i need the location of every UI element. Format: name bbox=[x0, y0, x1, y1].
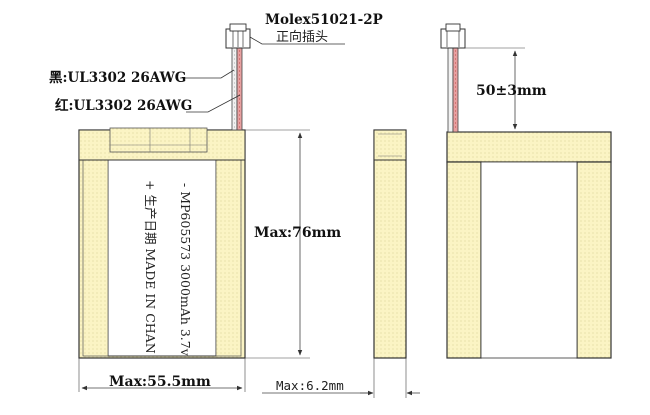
lead-length-dimension bbox=[458, 47, 525, 133]
red-wire-leader bbox=[186, 94, 241, 113]
width-dimension-label: Max:55.5mm bbox=[109, 374, 211, 390]
battery-side-band-left bbox=[82, 159, 109, 357]
black-wire-back bbox=[447, 47, 454, 133]
thickness-dimension-label: Max:6.2mm bbox=[276, 378, 344, 393]
side-view bbox=[262, 129, 420, 398]
battery-body-side bbox=[373, 129, 407, 359]
connector-orientation-label: 正向插头 bbox=[276, 29, 328, 45]
battery-body-back-left bbox=[446, 161, 482, 359]
connector-back bbox=[440, 23, 466, 49]
connector-front bbox=[225, 23, 251, 49]
pcm-protection-board bbox=[109, 127, 208, 153]
black-wire-leader bbox=[180, 69, 235, 79]
cell-label-line1: - MP605573 3000mAh 3.7v bbox=[178, 183, 193, 357]
black-wire-front bbox=[231, 47, 238, 131]
red-wire-label: 红:UL3302 26AWG bbox=[55, 97, 192, 114]
battery-body-back-right bbox=[576, 161, 612, 359]
thickness-dimension bbox=[262, 358, 420, 398]
cell-label-line2: + 生产日期 MADE IN CHAN bbox=[143, 180, 158, 354]
battery-back-center bbox=[480, 161, 578, 359]
battery-body-back-top bbox=[446, 131, 612, 163]
battery-side-band-right bbox=[215, 159, 242, 357]
connector-leader bbox=[249, 36, 345, 45]
red-wire-front bbox=[236, 47, 243, 131]
front-view: - MP605573 3000mAh 3.7v + 生产日期 MADE IN C… bbox=[78, 23, 345, 392]
height-dimension-label: Max:76mm bbox=[254, 225, 341, 241]
height-dimension bbox=[245, 129, 310, 359]
lead-length-label: 50±3mm bbox=[476, 83, 547, 99]
back-view bbox=[440, 23, 612, 359]
black-wire-label: 黑:UL3302 26AWG bbox=[49, 70, 186, 86]
battery-label-area bbox=[107, 159, 217, 357]
width-dimension bbox=[78, 358, 246, 392]
connector-part-label: Molex51021-2P bbox=[265, 12, 383, 28]
